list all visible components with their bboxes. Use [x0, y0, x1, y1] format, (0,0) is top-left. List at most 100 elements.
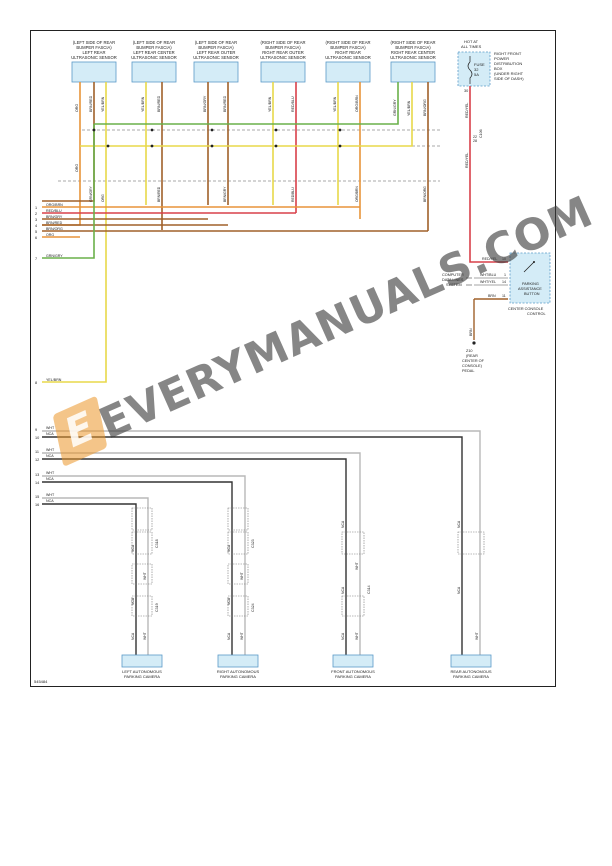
watermark-logo-letter: E [62, 401, 97, 459]
button-location: CENTER CONSOLE [508, 307, 544, 311]
camera-label: LEFT AUTONOMOUS [122, 669, 162, 674]
wire-grn-gry [94, 82, 399, 125]
bus-label: WHT [46, 426, 55, 430]
wire-label: NCA [227, 632, 231, 640]
wire-label: BRN/GRY [203, 95, 207, 112]
wire-label: ORG [75, 104, 79, 112]
sensor-wire-labels: ORG BRN/RED YEL/BRN ORG YEL/BRN BRN/RED … [75, 95, 427, 172]
pin-number: 28 [473, 139, 477, 143]
wire-label: WHT [475, 632, 479, 640]
sensor-line1: (LEFT SIDE OF REAR [133, 40, 175, 45]
data-link-label: DATA LINES [442, 278, 464, 282]
wire-label: WHT [355, 632, 359, 640]
camera-box [450, 654, 492, 668]
wire-label: WHT/YEL [480, 280, 496, 284]
pin-number: 14 [502, 280, 506, 284]
sensor-right-rear: (RIGHT SIDE OF REAR BUMPER FASCIA) RIGHT… [325, 40, 371, 83]
bus-label: NCA [46, 432, 54, 436]
ground-point: BRN Z10 (REAR CENTER OF CONSOLE) PEDAL [462, 328, 485, 373]
bus-label: NCA [46, 477, 54, 481]
bus-label: NCA [46, 499, 54, 503]
fuse-box-outline [457, 51, 491, 87]
camera-box [121, 654, 163, 668]
sensor-line2: BUMPER FASCIA) [395, 45, 431, 50]
sensor-left-rear: (LEFT SIDE OF REAR BUMPER FASCIA) LEFT R… [71, 40, 117, 83]
fuse-amp: 5A [474, 72, 479, 77]
wire-label: ORG/BRN [355, 186, 359, 202]
block-labels: GRN/GRY ORG BRN/RED BRN/GRY RED/BLU ORG/… [89, 185, 427, 202]
sensor-box [260, 61, 306, 83]
wire-label: WHT [143, 632, 147, 640]
bus-nca [42, 436, 463, 656]
bus-grn-gry [42, 124, 95, 259]
wire-label: YEL/BRN [268, 96, 272, 112]
camera-label: REAR AUTONOMOUS [450, 669, 491, 674]
sensor-left-rear-outer: (LEFT SIDE OF REAR BUMPER FASCIA) LEFT R… [193, 40, 239, 83]
pin-number: 2 [35, 212, 37, 216]
button-label: BUTTON [524, 292, 540, 296]
sensor-line1: (RIGHT SIDE OF REAR [325, 40, 370, 45]
button-outline [509, 252, 551, 304]
bus-label: BRN/GRY [46, 215, 63, 219]
parking-cameras: LEFT AUTONOMOUS PARKING CAMERA RIGHT AUT… [121, 654, 492, 679]
wire-label: YEL/BRN [101, 96, 105, 112]
wire-label: WHT [355, 562, 359, 570]
wire-label: RED/YEL [465, 153, 469, 168]
wire-yel-brn [80, 82, 413, 147]
connector-id: C106 [479, 129, 483, 138]
wire-label: BRN/ORG [423, 186, 427, 202]
wire-label: BRN [469, 328, 473, 336]
bus-label: WHT [46, 448, 55, 452]
ground-label: CENTER OF [462, 359, 485, 363]
camera-label: PARKING CAMERA [220, 674, 256, 679]
button-label: PARKING [522, 282, 539, 286]
bus-wht [42, 452, 361, 656]
bus-labels: 1 ORG/BRN 2 RED/BLU 3 BRN/GRY 4 BRN/RED … [35, 203, 63, 385]
wire-label: BRN/RED [157, 186, 161, 202]
switch-contact-icon [533, 261, 535, 263]
ground-wire [473, 298, 508, 340]
fuse-icon [467, 56, 473, 84]
camera-connector-ids: C318 C319 C323 C324 C314 [155, 539, 371, 612]
pin-number: 12 [35, 458, 39, 462]
fuse-hot-label: ALL TIMES [461, 44, 482, 49]
wire-label: YEL/BRN [407, 100, 411, 116]
wire-label: BRN/GRY [223, 186, 227, 202]
sensor-box [193, 61, 239, 83]
sensor-line4: ULTRASONIC SENSOR [325, 55, 371, 60]
wire-label: NCA [341, 632, 345, 640]
arrow-icon [466, 277, 472, 286]
wire-label: NCA [131, 544, 135, 552]
wire-label: NCA [341, 586, 345, 594]
bus-nca [42, 503, 137, 656]
data-link-label: COMPUTER [442, 273, 464, 277]
computer-data-lines: COMPUTER DATA LINES SYSTEM [442, 273, 472, 287]
connector-id: C314 [367, 585, 371, 594]
wire-label: WHT [143, 572, 147, 580]
wire-label: RED/YEL [465, 103, 469, 118]
camera-right: RIGHT AUTONOMOUS PARKING CAMERA [217, 654, 259, 679]
bus-label: GRN/GRY [46, 254, 63, 258]
fuse-hot-label: HOT AT [464, 39, 479, 44]
bus-label: WHT [46, 471, 55, 475]
wire-label: NCA [457, 586, 461, 594]
sensor-line2: BUMPER FASCIA) [198, 45, 234, 50]
sensor-line4: ULTRASONIC SENSOR [390, 55, 436, 60]
pin-number: 10 [35, 436, 39, 440]
wire-label: NCA [457, 520, 461, 528]
wire-label: ORG/BRN [355, 95, 359, 112]
bus-label: BRN/RED [46, 221, 63, 225]
wire-label: YEL/BRN [141, 96, 145, 112]
fuse-box: HOT AT ALL TIMES FUSE 32 5A RIGHT FRONT … [457, 39, 524, 93]
power-wire: RED/YEL RED/YEL 22 28 C106 [465, 86, 508, 263]
fuse-desc: BOX [494, 66, 503, 71]
fuse-desc: DISTRIBUTION [494, 61, 522, 66]
wire-label: BRN/RED [223, 95, 227, 112]
fuse-number: 32 [474, 67, 479, 72]
pin-number: 10 [502, 257, 506, 261]
sensor-box [131, 61, 177, 83]
bus-wht [42, 497, 149, 656]
sensor-right-rear-outer: (RIGHT SIDE OF REAR BUMPER FASCIA) RIGHT… [260, 40, 306, 83]
camera-label: PARKING CAMERA [453, 674, 489, 679]
